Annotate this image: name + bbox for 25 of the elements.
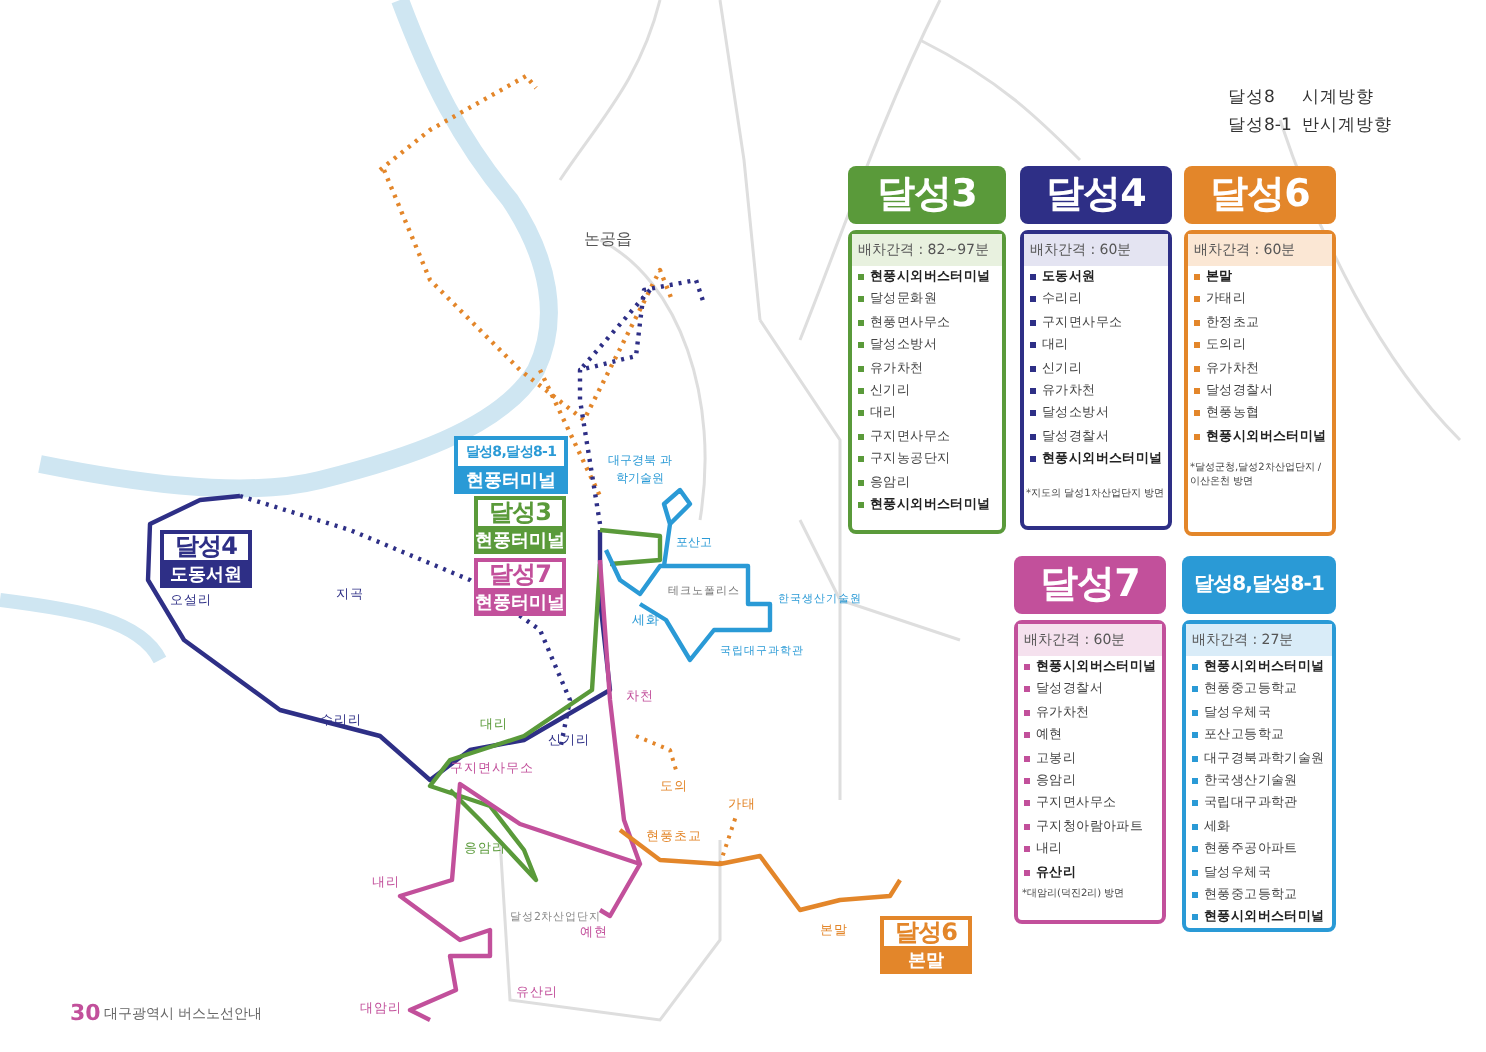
route-title: 달성3: [848, 166, 1006, 224]
legend-note: 달성8-1: [1228, 114, 1292, 138]
legend-note: 반시계방향: [1302, 114, 1392, 138]
destination-text: 도동서원: [160, 564, 252, 588]
route-badge: [474, 558, 566, 616]
route-badge: [474, 496, 566, 554]
legend-note: 시계방향: [1302, 86, 1374, 110]
route-badge: [160, 530, 252, 588]
destination-text: 현풍터미널: [474, 530, 566, 554]
route-title: 달성8,달성8-1: [1182, 556, 1336, 614]
route-number: 달성7: [474, 558, 566, 592]
route-title: 달성7: [1014, 556, 1166, 614]
destination-text: 본말: [880, 950, 972, 974]
place-label: 논공읍: [584, 228, 632, 250]
route-number: 달성4: [160, 530, 252, 564]
page-footer-text: 30: [70, 1000, 101, 1026]
route-number: 달성3: [474, 496, 566, 530]
route-badge: [454, 436, 568, 494]
legend-note: 달성8: [1228, 86, 1275, 110]
route-title: 달성4: [1020, 166, 1172, 224]
destination-text: 현풍터미널: [474, 592, 566, 616]
route-title: 달성6: [1184, 166, 1336, 224]
route-number: 달성6: [880, 916, 972, 950]
destination-text: 현풍터미널: [454, 470, 568, 494]
route-badge: [880, 916, 972, 974]
